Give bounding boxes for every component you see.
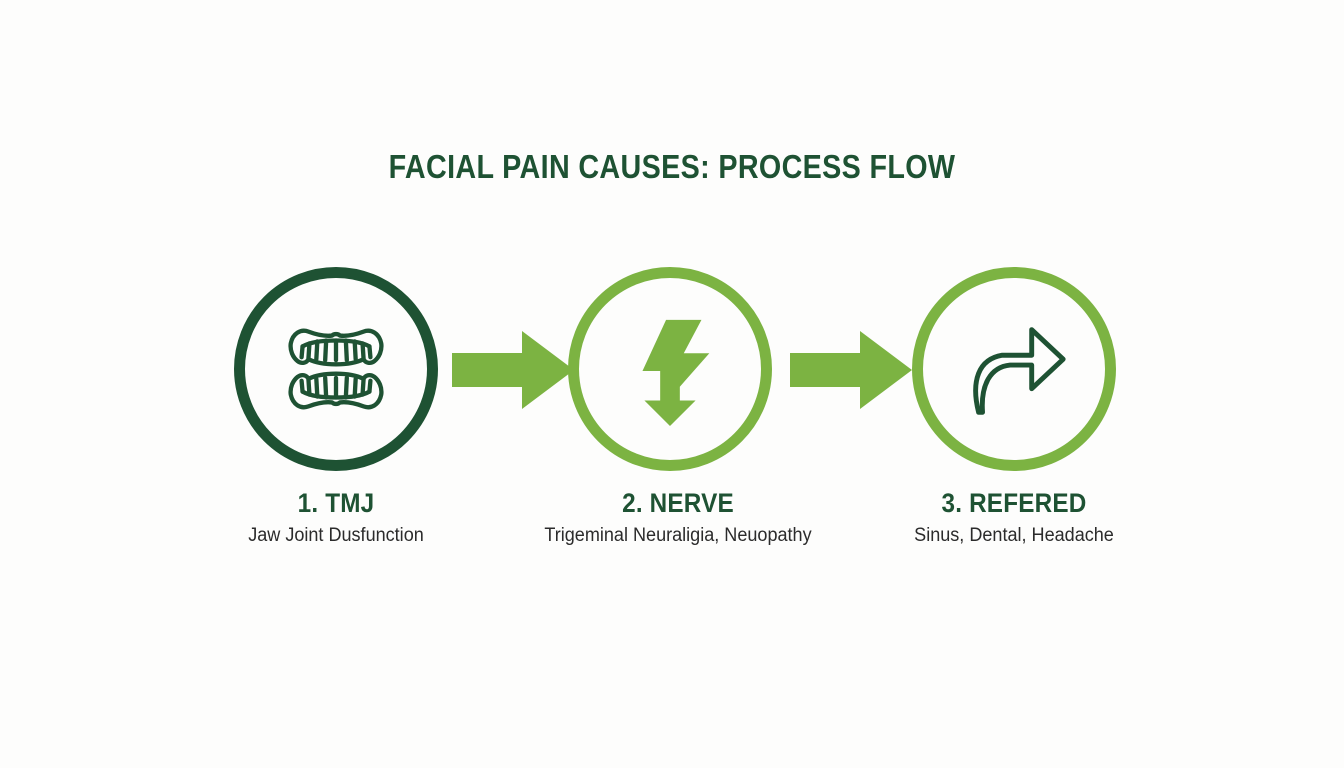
step-2-circle [568,267,772,471]
step-3-circle [912,267,1116,471]
flow-connector-2 [790,329,912,411]
process-step-3[interactable] [912,267,1116,471]
process-flow-row [0,267,1344,471]
teeth-icon [288,328,384,410]
process-captions: 1. TMJ Jaw Joint Dusfunction 2. NERVE Tr… [0,488,1344,598]
step-3-caption: 3. REFERED Sinus, Dental, Headache [864,488,1164,549]
process-step-1[interactable] [234,267,438,471]
step-1-label: 1. TMJ [297,488,375,518]
process-step-2[interactable] [568,267,772,471]
step-3-label: 3. REFERED [941,488,1087,518]
lightning-bolt-icon [642,319,710,427]
step-1-description: Jaw Joint Dusfunction [248,525,424,546]
step-2-label: 2. NERVE [622,488,734,518]
step-2-caption: 2. NERVE Trigeminal Neuraligia, Neuopath… [528,488,828,549]
share-arrow-icon [973,327,1066,415]
right-arrow-icon [790,331,912,409]
page-title: FACIAL PAIN CAUSES: PROCESS FLOW [388,148,956,185]
step-3-description: Sinus, Dental, Headache [914,525,1114,546]
step-2-description: Trigeminal Neuraligia, Neuopathy [544,525,812,546]
step-1-circle [234,267,438,471]
right-arrow-icon [452,331,574,409]
step-1-caption: 1. TMJ Jaw Joint Dusfunction [186,488,486,549]
flow-connector-1 [452,329,574,411]
